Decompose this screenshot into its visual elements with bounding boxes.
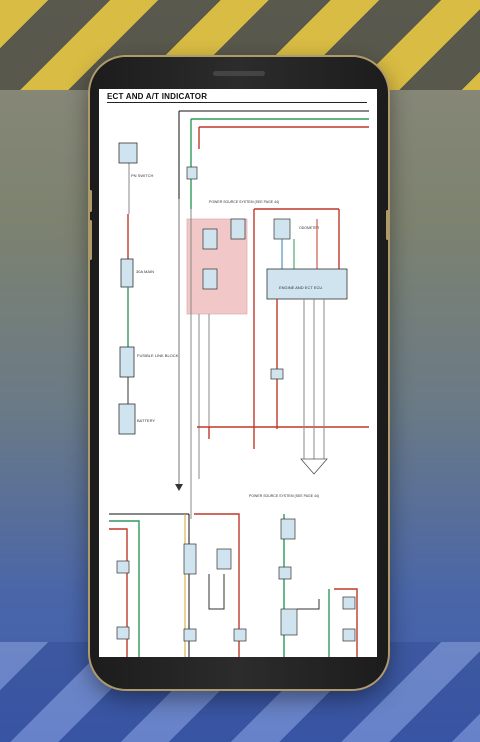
relay-bottom-2 — [216, 548, 232, 570]
connector-mid — [270, 368, 284, 380]
fusible-link-box — [119, 346, 135, 378]
connector-bottom-6 — [342, 596, 356, 610]
connector-bottom-2 — [116, 626, 130, 640]
relay-1 — [202, 228, 218, 250]
wire-bottom-red-3 — [334, 588, 358, 657]
relay-bottom-1 — [183, 543, 197, 575]
phone-frame: ECT AND A/T INDICATOR PN SWITCH 30A MAIN… — [90, 57, 388, 689]
phone-speaker — [213, 71, 265, 76]
title-divider — [107, 102, 367, 103]
connector-bottom-4 — [233, 628, 247, 642]
pn-switch-label: PN SWITCH — [131, 173, 154, 178]
battery-box — [118, 403, 136, 435]
fusible-label: FUSIBLE LINK BLOCK — [137, 353, 179, 358]
main-fuse-label: 30A MAIN — [136, 269, 154, 274]
connector-bottom-1 — [116, 560, 130, 574]
power-source-label: POWER SOURCE SYSTEM (SEE PAGE 44) — [209, 200, 279, 204]
phone-side-button — [386, 210, 389, 240]
wire-bottom-green — [109, 520, 140, 657]
ecu-label: ENGINE AND ECT ECU — [279, 285, 322, 290]
wiring-diagram: PN SWITCH 30A MAIN FUSIBLE LINK BLOCK BA… — [109, 110, 369, 657]
wire-bottom-loop — [208, 574, 225, 610]
ground-symbol-1 — [175, 484, 183, 491]
connector-bottom-3 — [183, 628, 197, 642]
battery-label: BATTERY — [137, 418, 155, 423]
phone-volume-up — [89, 190, 92, 212]
connector-bottom-5 — [278, 566, 292, 580]
power-source-bottom-label: POWER SOURCE SYSTEM (SEE PAGE 44) — [249, 494, 319, 498]
relay-bottom-3 — [280, 518, 296, 540]
relay-2 — [202, 268, 218, 290]
ecu-box — [266, 268, 348, 300]
wire-bottom-link — [297, 599, 320, 610]
diagram-screen[interactable]: ECT AND A/T INDICATOR PN SWITCH 30A MAIN… — [99, 89, 377, 657]
phone-volume-down — [89, 220, 92, 260]
jb-connector-top — [186, 166, 198, 180]
diagram-title: ECT AND A/T INDICATOR — [107, 92, 208, 101]
ground-symbol-2 — [300, 458, 328, 475]
pn-switch-box — [118, 142, 138, 164]
wire-bottom-red-2 — [194, 513, 240, 657]
relay-3 — [230, 218, 246, 240]
odometer-box — [273, 218, 291, 240]
relay-bottom-4 — [280, 608, 298, 636]
connector-bottom-7 — [342, 628, 356, 642]
main-fuse-box — [120, 258, 134, 288]
odometer-label: ODOMETER — [299, 226, 320, 230]
wire-bottom-red-1 — [109, 528, 128, 657]
